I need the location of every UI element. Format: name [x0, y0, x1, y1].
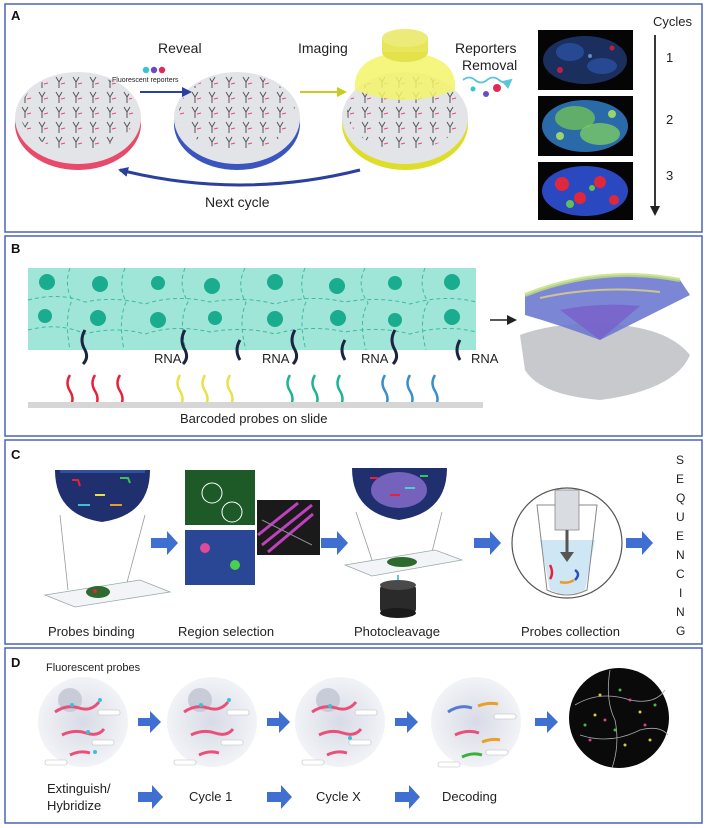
- sequencing-letter: G: [676, 624, 685, 638]
- step-arrow: [626, 531, 653, 555]
- step-arrow: [321, 531, 348, 555]
- probe-circle-2: [167, 677, 257, 767]
- reporters-label: Reporters: [455, 40, 516, 56]
- panel-b-letter: B: [11, 241, 20, 256]
- step-hybridize-label: Hybridize: [47, 798, 101, 813]
- probe-circle-3: [295, 677, 385, 767]
- next-cycle-label: Next cycle: [205, 194, 270, 210]
- step-region-selection: Region selection: [178, 624, 274, 639]
- sequencing-letters: S E Q U E N C I N G: [676, 453, 685, 638]
- step-extinguish-label: Extinguish/: [47, 781, 111, 796]
- step-arrow: [138, 711, 161, 733]
- sequencing-letter: N: [676, 548, 685, 562]
- probes-binding-illustration: [43, 470, 172, 608]
- panel-d: D Fluorescent probes: [4, 647, 703, 824]
- fluorescent-probes-label: Fluorescent probes: [46, 662, 141, 674]
- removal-arrow: [462, 76, 513, 89]
- cycle-number-1: 1: [666, 50, 673, 65]
- cycle-image-3: [538, 162, 633, 220]
- panel-c: C Probes binding: [4, 439, 703, 645]
- sequencing-letter: Q: [676, 491, 685, 505]
- step-probes-collection: Probes collection: [521, 624, 620, 639]
- decoded-tissue-image: [569, 668, 669, 769]
- reveal-label: Reveal: [158, 40, 202, 56]
- panel-d-letter: D: [11, 655, 20, 670]
- step-arrow: [395, 785, 420, 809]
- tissue-cells: [27, 267, 477, 351]
- photocleavage-illustration: [343, 468, 464, 618]
- step-arrow: [474, 531, 501, 555]
- probe-circle-4: [431, 677, 521, 768]
- sequencing-letter: U: [676, 510, 685, 524]
- removed-reporter-dot: [470, 86, 476, 92]
- step-arrow: [535, 711, 558, 733]
- step-decoding-label: Decoding: [442, 789, 497, 804]
- cycle-number-3: 3: [666, 168, 673, 183]
- step-cycle-1-label: Cycle 1: [189, 789, 232, 804]
- rna-label: RNA: [471, 351, 499, 366]
- slide: [28, 402, 483, 408]
- probe-circle-1: [38, 677, 128, 767]
- step-arrow: [395, 711, 418, 733]
- region-selection-images: [185, 470, 320, 585]
- cycle-image-2: [538, 96, 633, 156]
- panel-a: A Reveal Fluorescent reporters: [4, 3, 703, 233]
- sequencing-letter: E: [676, 472, 684, 486]
- step-arrow: [267, 785, 292, 809]
- step-cycle-x-label: Cycle X: [316, 789, 361, 804]
- sequencing-letter: I: [679, 586, 682, 600]
- fluorescent-reporters-label: Fluorescent reporters: [112, 77, 179, 84]
- rna-label: RNA: [154, 351, 182, 366]
- cycles-title: Cycles: [653, 14, 693, 29]
- sequencing-letter: N: [676, 605, 685, 619]
- cycle-number-2: 2: [666, 112, 673, 127]
- dish-1: [15, 72, 141, 170]
- next-cycle-arrow: [118, 167, 361, 187]
- sequencing-letter: S: [676, 453, 684, 467]
- rna-label: RNA: [262, 351, 290, 366]
- removal-label: Removal: [462, 57, 517, 73]
- step-arrow: [138, 785, 163, 809]
- barcoded-probes-label: Barcoded probes on slide: [180, 411, 327, 426]
- rna-label: RNA: [361, 351, 389, 366]
- removed-reporter-dot: [493, 84, 501, 92]
- step-arrow: [151, 531, 178, 555]
- spatial-3d-map: [520, 273, 690, 400]
- step-arrow: [267, 711, 290, 733]
- reporter-dot: [158, 66, 166, 74]
- dish-3: [342, 29, 468, 170]
- panel-b: B: [4, 235, 703, 437]
- reporter-dot: [142, 66, 150, 74]
- sequencing-letter: C: [676, 567, 685, 581]
- cycle-image-1: [538, 30, 633, 90]
- rna-strands: [80, 329, 462, 366]
- step-probes-binding: Probes binding: [48, 624, 135, 639]
- step-photocleavage: Photocleavage: [354, 624, 440, 639]
- panel-c-letter: C: [11, 447, 21, 462]
- probes-collection-illustration: [511, 487, 623, 599]
- reporter-dot: [150, 66, 158, 74]
- panel-a-letter: A: [11, 8, 21, 23]
- sequencing-letter: E: [676, 529, 684, 543]
- dish-2: [174, 72, 300, 170]
- imaging-label: Imaging: [298, 40, 348, 56]
- removed-reporter-dot: [483, 91, 489, 97]
